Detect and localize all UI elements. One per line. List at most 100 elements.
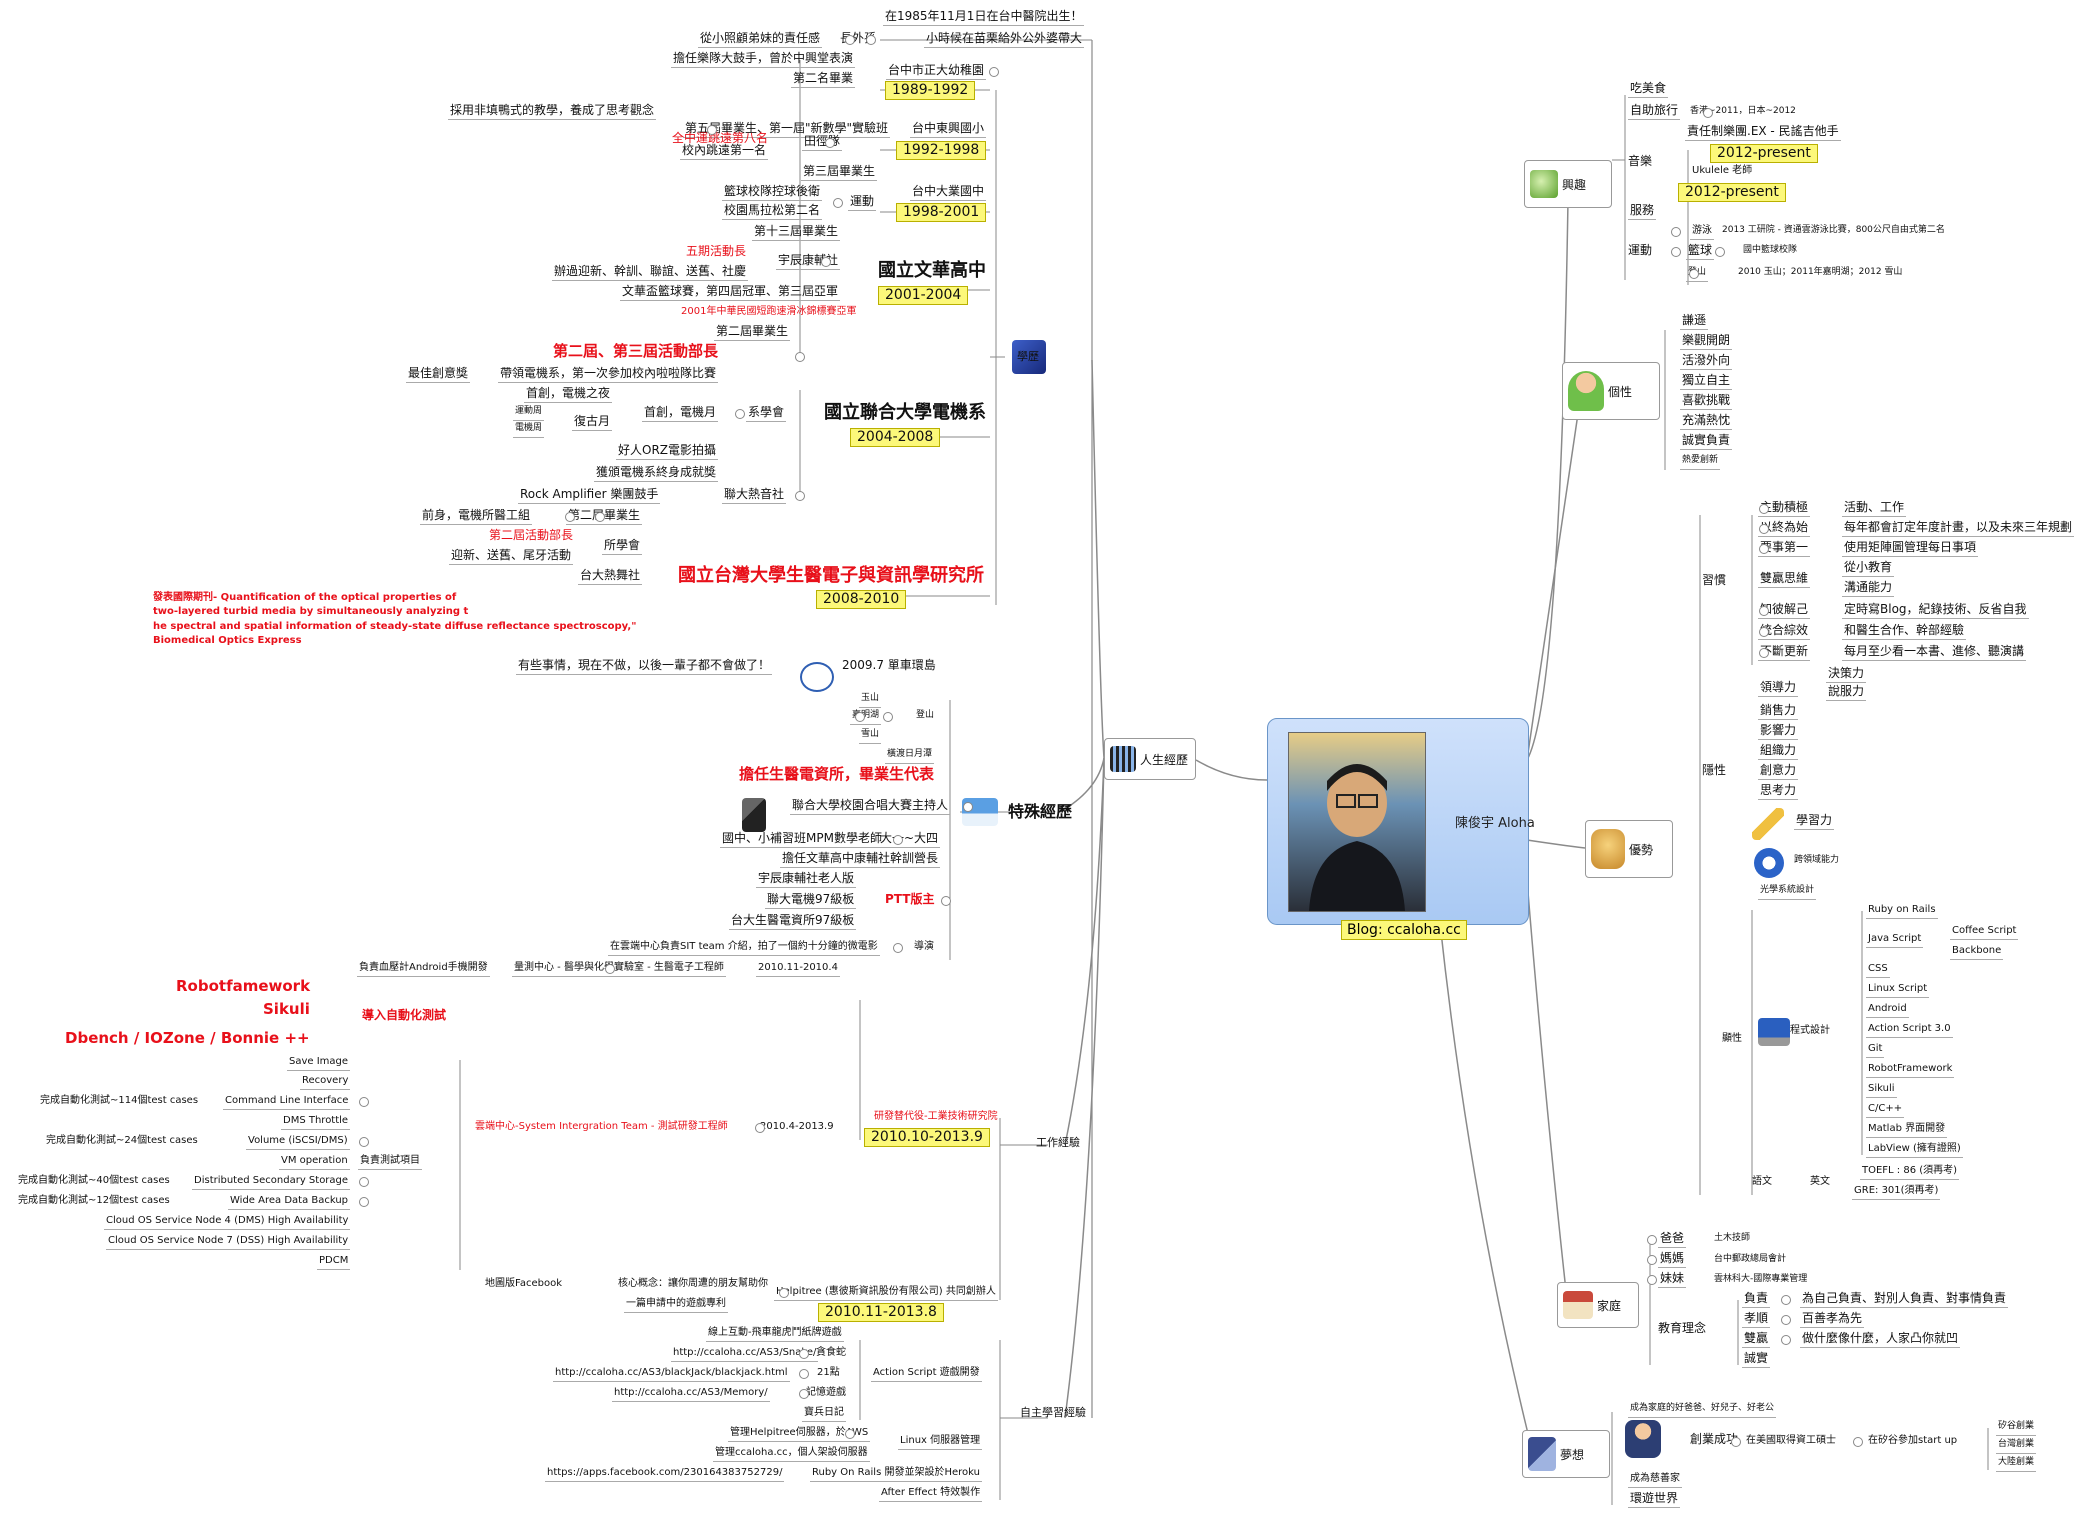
right-label-41[interactable]: 決策力 xyxy=(1826,666,1867,683)
life-label-31[interactable]: 最佳創意獎 xyxy=(406,366,471,383)
right-label-13[interactable]: 國中籃球校隊 xyxy=(1743,245,1798,255)
right-label-5[interactable]: 音樂 xyxy=(1628,154,1653,168)
life-label-77[interactable]: 2010.11-2010.4 xyxy=(756,960,840,977)
right-label-87[interactable]: 創業成功 xyxy=(1690,1432,1739,1446)
right-label-46[interactable]: 創意力 xyxy=(1758,763,1799,780)
right-label-8[interactable]: 服務 xyxy=(1628,203,1657,220)
right-label-75[interactable]: 台中郵政總局會計 xyxy=(1714,1254,1787,1264)
life-label-2[interactable]: 從小照顧弟妹的責任感 xyxy=(698,31,823,48)
collapse-toggle[interactable] xyxy=(941,896,951,906)
collapse-toggle[interactable] xyxy=(833,198,843,208)
right-label-94[interactable]: 環遊世界 xyxy=(1628,1491,1681,1508)
collapse-toggle[interactable] xyxy=(1647,1255,1657,1265)
collapse-toggle[interactable] xyxy=(883,712,893,722)
life-label-86[interactable]: DMS Throttle xyxy=(281,1113,351,1130)
life-label-8[interactable]: 採用非填鴨式的教學，養成了思考觀念 xyxy=(448,103,657,120)
life-label-92[interactable]: Distributed Secondary Storage xyxy=(192,1173,351,1190)
life-label-65[interactable]: 聯合大學校園合唱大賽主持人 xyxy=(790,798,951,815)
right-label-72[interactable]: 爸爸 xyxy=(1658,1231,1687,1248)
collapse-toggle[interactable] xyxy=(795,491,805,501)
life-label-100[interactable]: 研發替代役-工業技術研究院 xyxy=(874,1111,998,1122)
life-label-69[interactable]: 宇辰康輔社老人版 xyxy=(756,871,857,888)
life-label-88[interactable]: Volume (iSCSI/DMS) xyxy=(246,1133,350,1150)
right-label-22[interactable]: 誠實負責 xyxy=(1680,433,1733,450)
right-label-21[interactable]: 充滿熱忱 xyxy=(1680,413,1733,430)
right-label-62[interactable]: Sikuli xyxy=(1866,1081,1897,1098)
right-label-79[interactable]: 為自己負責、對別人負責、對事情負責 xyxy=(1800,1291,2009,1308)
life-label-33[interactable]: 首創，電機之夜 xyxy=(524,386,613,403)
right-label-54[interactable]: Coffee Script xyxy=(1950,923,2019,940)
life-label-57[interactable]: 有些事情，現在不做，以後一輩子都不會做了！ xyxy=(516,658,773,675)
life-label-41[interactable]: 好人ORZ電影拍攝 xyxy=(616,443,719,460)
life-label-90[interactable]: 負責測試項目 xyxy=(358,1153,422,1170)
life-label-29[interactable]: 第二屆畢業生 xyxy=(714,324,791,341)
life-label-24[interactable]: 辦過迎新、幹訓、聯誼、送舊、社慶 xyxy=(552,264,749,281)
right-label-59[interactable]: Action Script 3.0 xyxy=(1866,1021,1953,1038)
life-label-82[interactable]: Save Image xyxy=(287,1054,351,1071)
right-label-29[interactable]: 使用矩陣圖管理每日事項 xyxy=(1842,540,1979,557)
right-label-44[interactable]: 影響力 xyxy=(1758,723,1799,740)
life-label-11[interactable]: 全中運跳遠第八名 xyxy=(672,131,769,145)
life-label-30[interactable]: 第二屆、第三屆活動部長 xyxy=(553,342,719,360)
life-label-74[interactable]: 導演 xyxy=(914,941,934,952)
life-label-51[interactable]: 國立台灣大學生醫電子與資訊學研究所 xyxy=(678,565,984,586)
collapse-toggle[interactable] xyxy=(779,1288,789,1298)
right-label-91[interactable]: 台灣創業 xyxy=(1996,1437,2037,1454)
life-label-58[interactable]: 2009.7 單車環島 xyxy=(842,658,936,672)
life-label-120[interactable]: Ruby On Rails 開發並架設於Heroku xyxy=(810,1465,982,1482)
life-label-18[interactable]: 台中大業國中 xyxy=(910,184,987,201)
life-label-117[interactable]: Linux 伺服器管理 xyxy=(898,1433,983,1450)
life-label-80[interactable]: 導入自動化測試 xyxy=(362,1008,447,1022)
right-label-39[interactable]: 每月至少看一本書、進修、聽演講 xyxy=(1842,644,2027,661)
collapse-toggle[interactable] xyxy=(1759,606,1769,616)
life-label-56[interactable]: Biomedical Optics Express xyxy=(153,635,302,646)
collapse-toggle[interactable] xyxy=(1647,1235,1657,1245)
right-label-61[interactable]: RobotFramework xyxy=(1866,1061,1955,1078)
life-label-45[interactable]: 前身，電機所醫工組 xyxy=(420,508,533,525)
life-label-91[interactable]: 完成自動化測試~40個test cases xyxy=(18,1175,170,1186)
life-label-105[interactable]: Helpitree (惠彼斯資訊股份有限公司) 共同創辦人 xyxy=(774,1284,998,1301)
life-label-96[interactable]: Cloud OS Service Node 7 (DSS) High Avail… xyxy=(106,1233,351,1250)
right-label-68[interactable]: TOEFL : 86 (須再考) xyxy=(1860,1163,1960,1180)
life-label-42[interactable]: 獲頒電機系終身成就獎 xyxy=(594,465,719,482)
right-label-50[interactable]: 隱性 xyxy=(1702,763,1727,777)
life-label-4[interactable]: 擔任樂隊大鼓手，曾於中興堂表演 xyxy=(671,51,856,68)
life-label-44[interactable]: 聯大熱音社 xyxy=(722,487,787,504)
life-label-93[interactable]: 完成自動化測試~12個test cases xyxy=(18,1195,170,1206)
life-label-75[interactable]: 負責血壓計Android手機開發 xyxy=(357,960,490,977)
life-label-79[interactable]: Sikuli xyxy=(263,1000,310,1018)
collapse-toggle[interactable] xyxy=(359,1097,369,1107)
right-label-93[interactable]: 成為慈善家 xyxy=(1628,1471,1682,1488)
life-label-83[interactable]: Recovery xyxy=(300,1073,351,1090)
life-label-19[interactable]: 校園馬拉松第二名 xyxy=(722,203,823,220)
right-label-88[interactable]: 在美國取得資工碩士 xyxy=(1746,1435,1836,1446)
collapse-toggle[interactable] xyxy=(845,1429,855,1439)
right-label-56[interactable]: CSS xyxy=(1866,961,1890,978)
right-label-49[interactable]: 跨領域能力 xyxy=(1794,855,1840,865)
right-label-81[interactable]: 百善孝為先 xyxy=(1800,1311,1865,1328)
life-label-76[interactable]: 量測中心 - 醫學與化學實驗室 - 生醫電子工程師 xyxy=(512,960,726,977)
right-label-77[interactable]: 雲林科大-國際專業管理 xyxy=(1714,1274,1808,1284)
right-label-82[interactable]: 教育理念 xyxy=(1658,1321,1707,1335)
life-label-17[interactable]: 運動 xyxy=(848,194,877,211)
right-label-45[interactable]: 組織力 xyxy=(1758,743,1799,760)
right-label-76[interactable]: 妹妹 xyxy=(1658,1271,1687,1288)
life-label-61[interactable]: 登山 xyxy=(916,710,935,720)
life-label-38[interactable]: 電機周 xyxy=(513,421,545,438)
life-label-113[interactable]: http://ccaloha.cc/AS3/Memory/ xyxy=(612,1385,770,1402)
right-label-43[interactable]: 銷售力 xyxy=(1758,703,1799,720)
life-label-37[interactable]: 運動周 xyxy=(513,404,545,421)
branch-strengths[interactable]: 優勢 xyxy=(1585,820,1673,878)
right-label-89[interactable]: 在矽谷參加start up xyxy=(1868,1435,1958,1446)
right-label-30[interactable]: 雙贏思維 xyxy=(1758,571,1811,588)
right-label-58[interactable]: Android xyxy=(1866,1001,1909,1018)
life-label-99[interactable]: 2010.4-2013.9 xyxy=(760,1121,834,1132)
right-label-90[interactable]: 矽谷創業 xyxy=(1996,1419,2037,1436)
section-special[interactable]: 特殊經歷 xyxy=(1008,802,1073,821)
collapse-toggle[interactable] xyxy=(1759,504,1769,514)
blog-link[interactable]: Blog: ccaloha.cc xyxy=(1341,920,1467,940)
collapse-toggle[interactable] xyxy=(735,409,745,419)
life-label-95[interactable]: Cloud OS Service Node 4 (DMS) High Avail… xyxy=(104,1213,351,1230)
life-label-60[interactable]: 嘉明湖 xyxy=(850,708,882,725)
right-label-86[interactable]: 成為家庭的好爸爸、好兒子、好老公 xyxy=(1628,1401,1777,1418)
